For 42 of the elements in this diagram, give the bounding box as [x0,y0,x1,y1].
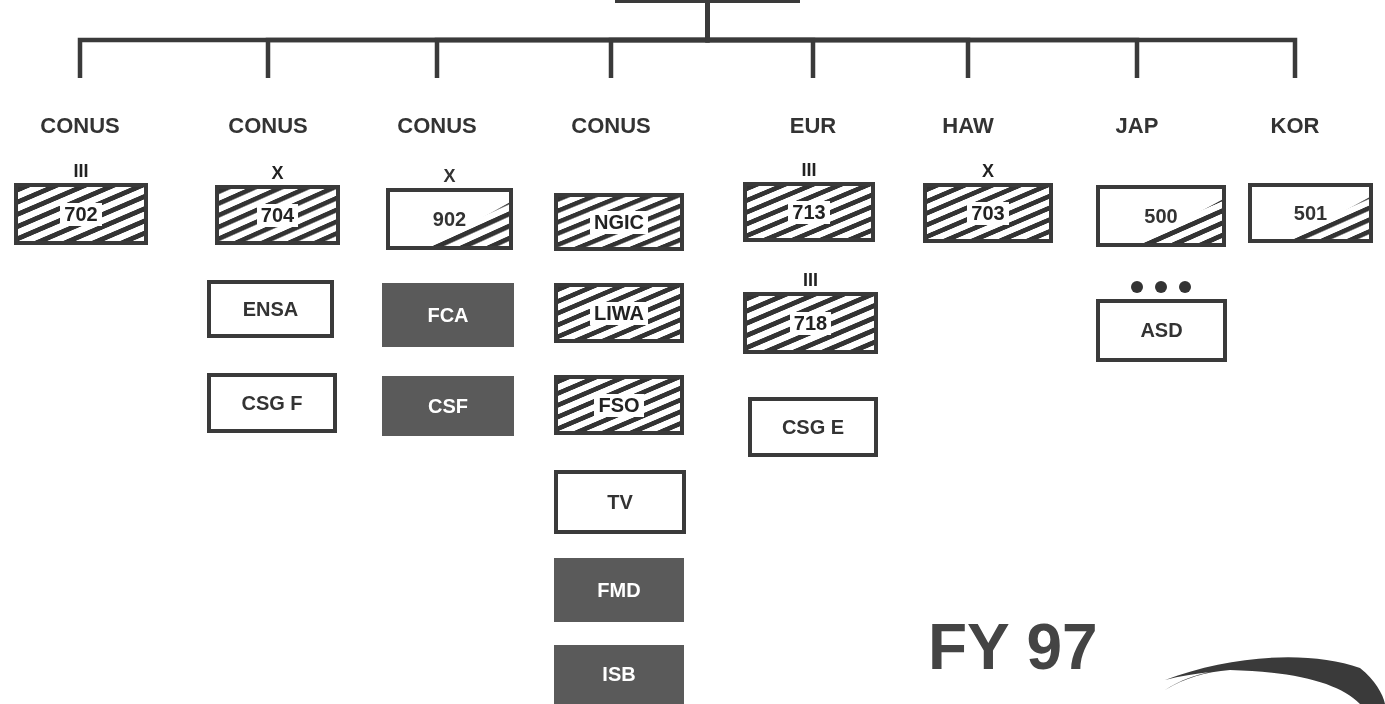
unit-label: ENSA [242,297,299,321]
region-label: CONUS [571,114,651,138]
unit-label: FCA [427,303,469,327]
unit-label: TV [607,490,633,514]
unit-label: NGIC [590,210,648,234]
unit-label: CSG E [781,415,845,439]
shaded-unit-box [554,645,684,704]
region-label: JAP [1115,114,1159,138]
unit-label: 501 [1293,201,1328,225]
region-label: KOR [1270,114,1320,138]
region-label: CONUS [397,114,477,138]
region-label: HAW [942,114,994,138]
unit-box [207,280,334,338]
unit-label: ASD [1140,319,1183,342]
shaded-unit-box [382,376,514,436]
hatched-unit-box [554,283,684,343]
unit-label: CSG F [241,391,303,415]
unit-box [207,373,337,433]
unit-box [1096,299,1227,362]
unit-label: ISB [602,663,636,686]
unit-label: 713 [788,200,830,224]
unit-label: CSF [428,394,468,418]
shaded-unit-box [554,558,684,622]
shaded-unit-box [382,283,514,347]
unit-label: LIWA [590,301,648,325]
fiscal-year-label: FY 97 [928,610,1098,684]
hatched-unit-box [554,375,684,435]
hatched-unit-box [554,193,684,251]
unit-box [748,397,878,457]
region-label: EUR [789,114,837,138]
tree-connector [705,3,1298,78]
partly-hatched-unit-box [1248,183,1373,243]
unit-label: 902 [432,207,467,231]
unit-label: 500 [1144,204,1178,228]
region-label: CONUS [228,114,308,138]
unit-label: FMD [597,578,641,602]
unit-label: 702 [60,202,102,226]
unit-label: FSO [594,393,644,417]
region-label: CONUS [40,114,120,138]
unit-label: 703 [967,201,1009,225]
partly-hatched-unit-box [1096,185,1226,247]
unit-box [554,470,686,534]
